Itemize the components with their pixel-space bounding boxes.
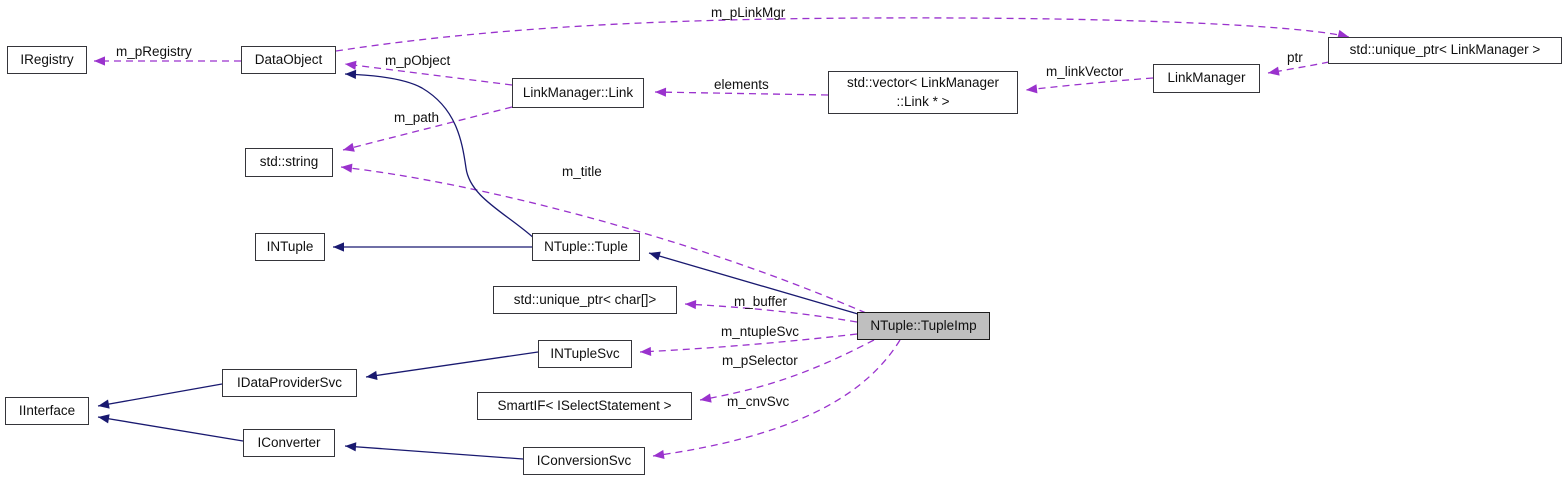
node-idataprovidersvc[interactable]: IDataProviderSvc — [222, 369, 357, 397]
node-uniqueptr-char[interactable]: std::unique_ptr< char[]> — [493, 286, 677, 314]
edge-m-title — [340, 163, 867, 314]
edge-label-m-pselector: m_pSelector — [722, 353, 798, 368]
edge-elements — [654, 87, 829, 97]
edge-label-m-title: m_title — [562, 164, 602, 179]
node-intuple[interactable]: INTuple — [255, 233, 325, 261]
node-uniqueptr-linkmanager[interactable]: std::unique_ptr< LinkManager > — [1328, 37, 1562, 64]
node-iinterface[interactable]: IInterface — [5, 397, 89, 425]
edge-m-pselector — [699, 339, 875, 403]
edge-label-m-path: m_path — [394, 110, 440, 125]
node-dataobject[interactable]: DataObject — [241, 46, 336, 74]
edge-ptr — [1267, 61, 1330, 76]
node-ntuple-tuple[interactable]: NTuple::Tuple — [532, 233, 640, 261]
node-iregistry[interactable]: IRegistry — [7, 46, 87, 74]
edge-label-m-cnvsvc: m_cnvSvc — [727, 394, 790, 409]
edge-m-path — [342, 106, 513, 152]
edge-m-pobject — [344, 60, 513, 86]
edge-m-plinkmgr — [335, 17, 1350, 52]
node-vector-line2: ::Link * > — [896, 93, 950, 109]
node-std-string[interactable]: std::string — [245, 148, 333, 177]
node-iconverter[interactable]: IConverter — [243, 429, 335, 457]
edge-label-m-buffer: m_buffer — [734, 294, 788, 309]
edge-tupleimp-to-tuple — [648, 251, 859, 315]
node-vector-linkmanager-link[interactable]: std::vector< LinkManager ::Link * > — [828, 71, 1018, 114]
node-linkmanager[interactable]: LinkManager — [1153, 64, 1260, 93]
node-iconversionsvc[interactable]: IConversionSvc — [523, 447, 645, 475]
node-ntuple-tupleimp-focus[interactable]: NTuple::TupleImp — [857, 312, 990, 340]
node-linkmanager-link[interactable]: LinkManager::Link — [512, 78, 644, 108]
edge-label-m-plinkmgr: m_pLinkMgr — [711, 5, 786, 20]
edge-iconverter-to-iinterface — [97, 414, 244, 442]
edge-label-m-pregistry: m_pRegistry — [116, 44, 192, 59]
edge-m-ntuplesvc — [639, 333, 858, 357]
edge-tuple-to-dataobject — [344, 69, 537, 241]
edge-label-ptr: ptr — [1287, 50, 1303, 65]
edge-m-cnvsvc — [652, 339, 901, 460]
node-intuplesvc[interactable]: INTupleSvc — [538, 340, 632, 368]
edge-m-buffer — [684, 299, 858, 323]
edge-label-m-linkvector: m_linkVector — [1046, 64, 1124, 79]
edge-intuplesvc-to-idps — [365, 351, 539, 380]
edge-label-elements: elements — [714, 77, 769, 92]
edge-label-m-ntuplesvc: m_ntupleSvc — [721, 324, 800, 339]
edge-label-m-pobject: m_pObject — [385, 53, 451, 68]
node-vector-line1: std::vector< LinkManager — [847, 75, 999, 91]
edge-m-linkvector — [1025, 77, 1154, 94]
node-smartif-iselectstatement[interactable]: SmartIF< ISelectStatement > — [477, 392, 692, 420]
edge-idps-to-iinterface — [97, 383, 223, 409]
edge-iconversionsvc-to-iconverter — [344, 442, 524, 460]
